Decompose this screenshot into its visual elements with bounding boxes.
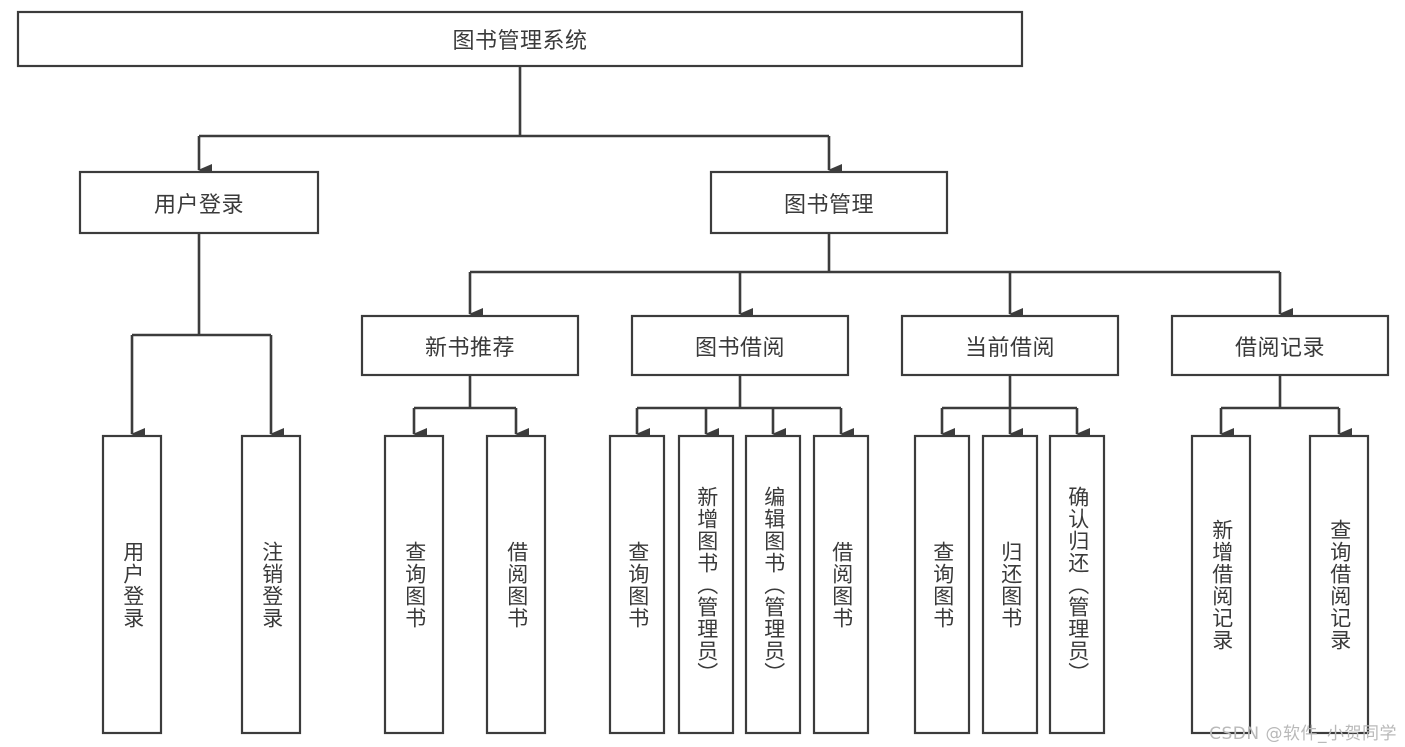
node-box-book-manage[interactable] bbox=[709, 170, 949, 235]
node-box-leaf-user-login[interactable] bbox=[101, 434, 163, 735]
node-box-book-borrow[interactable] bbox=[630, 314, 850, 377]
node-box-leaf-edit-book[interactable] bbox=[744, 434, 802, 735]
node-box-leaf-query-book-2[interactable] bbox=[608, 434, 666, 735]
node-box-user-login[interactable] bbox=[78, 170, 320, 235]
edges-group bbox=[130, 66, 1352, 440]
node-box-borrow-record[interactable] bbox=[1170, 314, 1390, 377]
watermark-text: CSDN @软件_小贺同学 bbox=[1209, 724, 1397, 744]
node-box-leaf-borrow-book-1[interactable] bbox=[485, 434, 547, 735]
node-box-root[interactable] bbox=[16, 10, 1024, 68]
node-box-current-borrow[interactable] bbox=[900, 314, 1120, 377]
node-box-leaf-query-record[interactable] bbox=[1308, 434, 1370, 735]
node-box-leaf-add-book[interactable] bbox=[677, 434, 735, 735]
node-box-leaf-return-book[interactable] bbox=[981, 434, 1039, 735]
node-box-leaf-logout[interactable] bbox=[240, 434, 302, 735]
node-box-leaf-add-record[interactable] bbox=[1190, 434, 1252, 735]
nodes-group bbox=[16, 10, 1390, 735]
node-box-leaf-borrow-book-2[interactable] bbox=[812, 434, 870, 735]
node-box-leaf-query-book-1[interactable] bbox=[383, 434, 445, 735]
node-box-leaf-confirm-return[interactable] bbox=[1048, 434, 1106, 735]
node-box-new-book-rec[interactable] bbox=[360, 314, 580, 377]
node-box-leaf-query-book-3[interactable] bbox=[913, 434, 971, 735]
